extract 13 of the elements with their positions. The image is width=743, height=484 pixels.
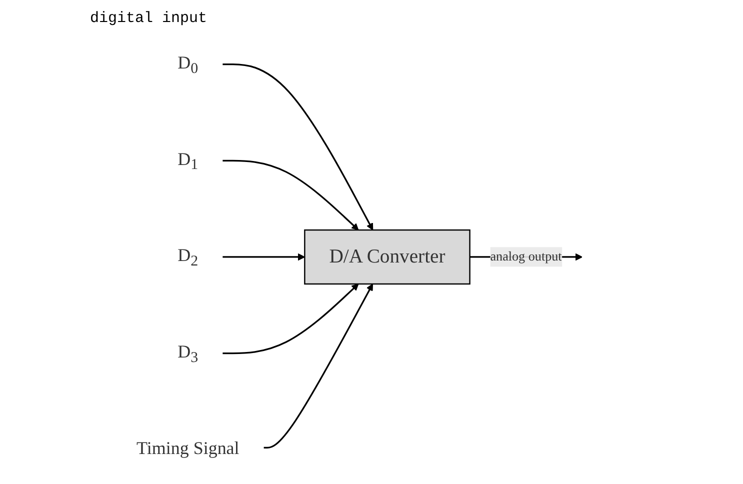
- node-text: Timing Signal: [136, 437, 240, 458]
- arrow: [264, 284, 373, 449]
- node-text: D$_{1}$: [178, 148, 198, 172]
- arrow: [222, 63, 373, 230]
- node-text: D$_{0}$: [178, 52, 198, 76]
- input-label: digital input: [90, 10, 208, 27]
- arrow: [222, 160, 359, 230]
- node-text: D$_{3}$: [178, 341, 198, 366]
- node-text: D$_{2}$: [178, 244, 198, 269]
- node-box: D/A Converter: [304, 229, 470, 285]
- arrow: [222, 284, 359, 354]
- edge-label: analog output: [490, 250, 562, 264]
- arrow: [222, 253, 305, 261]
